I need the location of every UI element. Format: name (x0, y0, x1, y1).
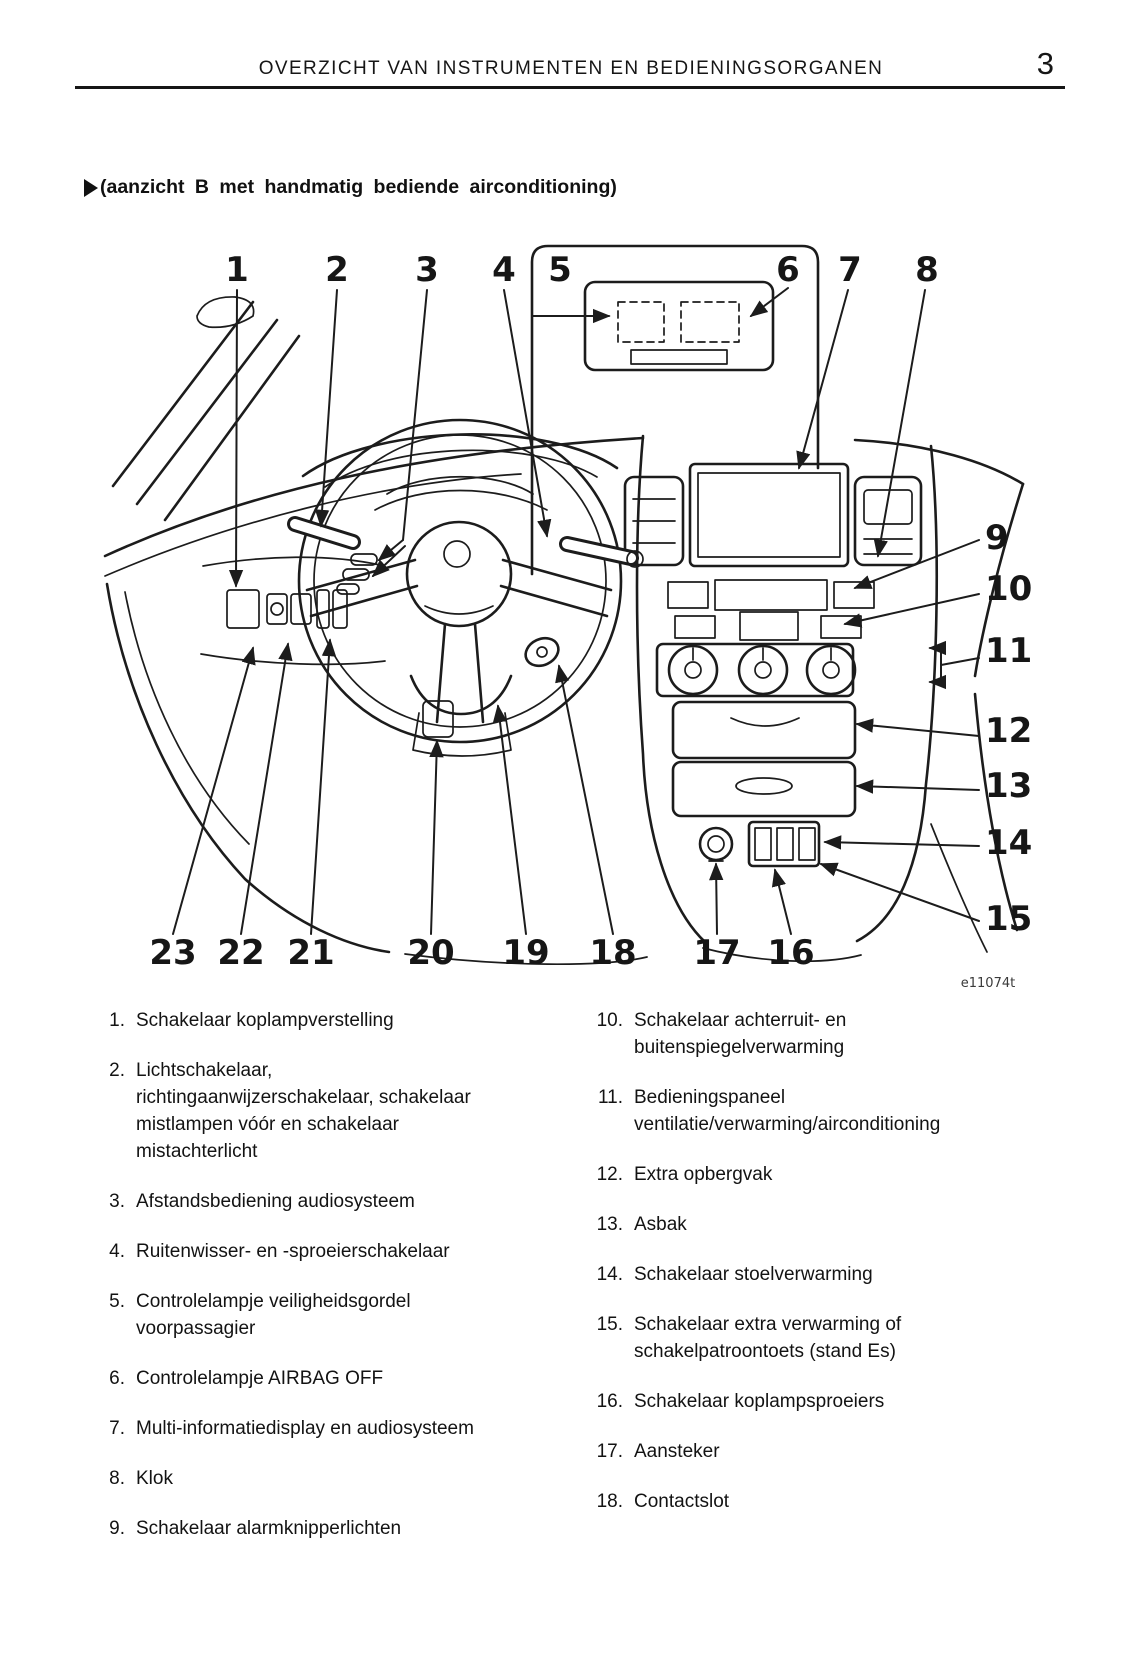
header-rule (75, 86, 1065, 89)
page-number: 3 (1036, 46, 1054, 81)
legend-number: 3. (109, 1190, 125, 1212)
legend-item-7: 7. Multi-informatiedisplay en audiosyste… (88, 1416, 570, 1443)
legend-item-11: 11. Bedieningspaneel ventilatie/verwarmi… (586, 1085, 1091, 1139)
callout-14: 14 (985, 823, 1032, 863)
callout-23: 23 (149, 933, 196, 973)
callout-15: 15 (985, 899, 1032, 939)
callout-3: 3 (415, 250, 439, 290)
callout-22: 22 (217, 933, 264, 973)
legend-number: 10. (596, 1010, 623, 1031)
left-switch-cluster (226, 589, 348, 629)
legend-item-4: 4. Ruitenwisser- en -sproeierschakelaar (88, 1239, 570, 1266)
legend-number: 11. (597, 1086, 623, 1108)
steering-wheel (287, 418, 644, 757)
legend-text: Multi-informatiedisplay en audiosysteem (136, 1417, 474, 1439)
callout-16: 16 (767, 933, 814, 973)
legend-number: 15. (596, 1313, 623, 1335)
legend-text: Aansteker (634, 1440, 720, 1462)
callout-1: 1 (225, 250, 249, 290)
callout-5: 5 (548, 250, 572, 290)
legend-number: 7. (109, 1417, 125, 1439)
callout-21: 21 (287, 933, 334, 973)
legend-item-10: 10. Schakelaar achterruit- en buitenspie… (586, 1008, 1091, 1062)
callout-18: 18 (589, 933, 636, 973)
callout-numbers: 1 2 3 4 5 6 7 8 9 10 11 12 13 14 15 23 2… (149, 250, 1032, 973)
legend-number: 16. (596, 1390, 623, 1412)
callout-4: 4 (492, 250, 516, 290)
legend-number: 13. (596, 1213, 623, 1235)
callout-13: 13 (985, 766, 1032, 806)
legend-item-3: 3. Afstandsbediening audiosysteem (88, 1189, 570, 1216)
legend-item-16: 16. Schakelaar koplampsproeiers (586, 1389, 1091, 1416)
callout-12: 12 (985, 711, 1032, 751)
legend-text: Lichtschakelaar, richtingaanwijzerschake… (136, 1059, 471, 1162)
legend-right-column: 10. Schakelaar achterruit- en buitenspie… (586, 1008, 1091, 1539)
callout-10: 10 (985, 569, 1032, 609)
callout-6: 6 (776, 250, 800, 290)
legend-text: Asbak (634, 1213, 687, 1235)
legend-item-5: 5. Controlelampje veiligheidsgordel voor… (88, 1289, 570, 1343)
legend-left-column: 1. Schakelaar koplampverstelling 2. Lich… (88, 1008, 570, 1566)
legend-text: Klok (136, 1467, 173, 1489)
legend-text: Controlelampje AIRBAG OFF (136, 1367, 384, 1389)
callout-11: 11 (985, 631, 1032, 671)
legend-item-13: 13. Asbak (586, 1212, 1091, 1239)
legend-item-2: 2. Lichtschakelaar, richtingaanwijzersch… (88, 1058, 570, 1166)
legend-text: Schakelaar alarmknipperlichten (136, 1517, 402, 1539)
dashboard-diagram-svg: 1 2 3 4 5 6 7 8 9 10 11 12 13 14 15 23 2… (103, 244, 1032, 991)
legend-text: Controlelampje veiligheidsgordel voorpas… (136, 1290, 411, 1339)
legend-item-14: 14. Schakelaar stoelverwarming (586, 1262, 1091, 1289)
legend-text: Schakelaar koplampverstelling (136, 1010, 394, 1031)
legend-item-17: 17. Aansteker (586, 1439, 1091, 1466)
legend-item-6: 6. Controlelampje AIRBAG OFF (88, 1366, 570, 1393)
callout-8: 8 (915, 250, 939, 290)
callout-17: 17 (693, 933, 740, 973)
dashboard-body (103, 296, 1025, 965)
legend-number: 9. (109, 1517, 125, 1539)
legend-text: Extra opbergvak (634, 1163, 773, 1185)
legend-number: 2. (109, 1059, 125, 1081)
legend-item-8: 8. Klok (88, 1466, 570, 1493)
legend-text: Contactslot (634, 1490, 730, 1512)
section-title: (aanzicht B met handmatig bediende airco… (84, 176, 617, 199)
legend-item-15: 15. Schakelaar extra verwarming of schak… (586, 1312, 1091, 1366)
legend-number: 6. (109, 1367, 125, 1389)
legend-number: 5. (109, 1290, 125, 1312)
legend-item-12: 12. Extra opbergvak (586, 1162, 1091, 1189)
legend-number: 18. (596, 1490, 623, 1512)
legend-text: Schakelaar koplampsproeiers (634, 1390, 885, 1412)
callout-20: 20 (407, 933, 454, 973)
legend-number: 14. (596, 1263, 623, 1285)
page-title: OVERZICHT VAN INSTRUMENTEN EN BEDIENINGS… (258, 58, 884, 79)
legend-text: Schakelaar achterruit- en buitenspiegelv… (634, 1010, 847, 1058)
callout-9: 9 (985, 518, 1009, 558)
section-title-text: (aanzicht B met handmatig bediende airco… (100, 176, 617, 198)
callout-2: 2 (325, 250, 349, 290)
legend-item-9: 9. Schakelaar alarmknipperlichten (88, 1516, 570, 1543)
legend-number: 4. (109, 1240, 125, 1262)
dashboard-diagram: 1 2 3 4 5 6 7 8 9 10 11 12 13 14 15 23 2… (85, 224, 1041, 1004)
legend-number: 12. (596, 1163, 623, 1185)
callout-7: 7 (838, 250, 862, 290)
inset-display-panel (530, 244, 820, 576)
legend-text: Ruitenwisser- en -sproeierschakelaar (136, 1240, 450, 1262)
section-arrow-icon (84, 178, 98, 197)
legend-text: Schakelaar stoelverwarming (634, 1263, 873, 1285)
center-console (623, 434, 939, 944)
callout-leader-lines (172, 287, 980, 935)
figure-code: e11074t (961, 976, 1015, 991)
legend-text: Bedieningspaneel ventilatie/verwarming/a… (634, 1086, 941, 1135)
callout-19: 19 (502, 933, 549, 973)
legend-text: Schakelaar extra verwarming of schakelpa… (634, 1313, 902, 1362)
legend-number: 17. (596, 1440, 623, 1462)
legend-item-1: 1. Schakelaar koplampverstelling (88, 1008, 570, 1035)
legend-number: 8. (109, 1467, 125, 1489)
legend-number: 1. (109, 1010, 125, 1031)
legend-text: Afstandsbediening audiosysteem (136, 1190, 415, 1212)
legend-item-18: 18. Contactslot (586, 1489, 1091, 1516)
